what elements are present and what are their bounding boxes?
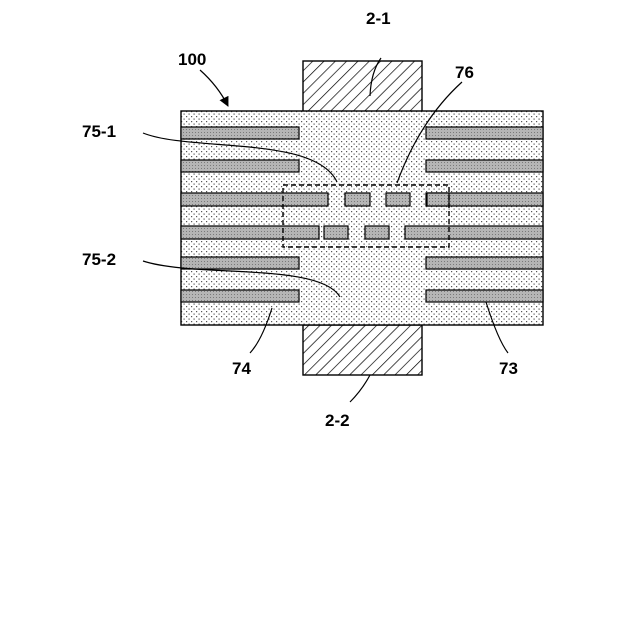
label-100: 100 (178, 50, 206, 69)
island (427, 193, 449, 206)
island (386, 193, 410, 206)
arrow-100 (200, 70, 228, 106)
label-75-1: 75-1 (82, 122, 116, 141)
island (324, 226, 348, 239)
leader-2-2 (350, 375, 370, 402)
label-2-1: 2-1 (366, 9, 391, 28)
left-finger (181, 290, 299, 302)
left-finger (181, 257, 299, 269)
right-finger (426, 160, 543, 172)
label-73: 73 (499, 359, 518, 378)
left-finger (181, 226, 319, 239)
label-75-2: 75-2 (82, 250, 116, 269)
island (365, 226, 389, 239)
label-76: 76 (455, 63, 474, 82)
right-finger (426, 257, 543, 269)
bottom-terminal (303, 325, 422, 375)
top-terminal (303, 61, 422, 112)
label-74: 74 (232, 359, 251, 378)
label-2-2: 2-2 (325, 411, 350, 430)
left-finger (181, 127, 299, 139)
left-finger (181, 193, 328, 206)
right-finger (426, 290, 543, 302)
island (345, 193, 370, 206)
right-finger (405, 226, 543, 239)
left-finger (181, 160, 299, 172)
right-finger (426, 127, 543, 139)
